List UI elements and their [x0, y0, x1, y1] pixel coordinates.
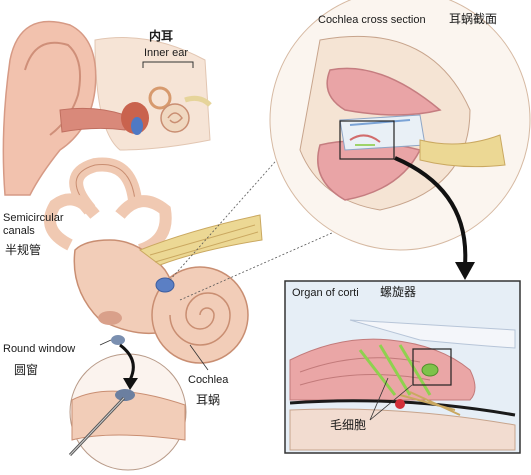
outer-ear-illustration — [0, 0, 215, 196]
round-window-magnified — [68, 343, 187, 471]
hair-cell-label-zh: 毛细胞 — [330, 418, 367, 432]
semicircular-label-en-1: Semicircular — [3, 212, 64, 224]
cochlea-label-zh: 耳蜗 — [196, 393, 221, 407]
labyrinth-illustration — [44, 157, 263, 371]
round-window-label-en: Round window — [3, 343, 76, 355]
organ-of-corti-inset — [284, 280, 521, 454]
semicircular-label-en-2: canals — [3, 225, 35, 237]
organ-of-corti-label-zh: 螺旋器 — [380, 285, 417, 299]
cochlea-cross-section-label-zh: 耳蜗截面 — [449, 12, 498, 26]
cochlea-label-en: Cochlea — [188, 374, 229, 386]
zoom-arrow — [394, 156, 475, 280]
semicircular-label-zh: 半规管 — [5, 243, 42, 257]
inner-ear-label-en: Inner ear — [144, 47, 189, 59]
cochlea-cross-section-label-en: Cochlea cross section — [318, 14, 426, 26]
cochlea-cross-section-illustration — [269, 0, 531, 251]
organ-of-corti-label-en: Organ of corti — [292, 287, 359, 299]
inner-ear-label-zh: 内耳 — [149, 29, 174, 43]
round-window-label-zh: 圆窗 — [14, 363, 39, 377]
